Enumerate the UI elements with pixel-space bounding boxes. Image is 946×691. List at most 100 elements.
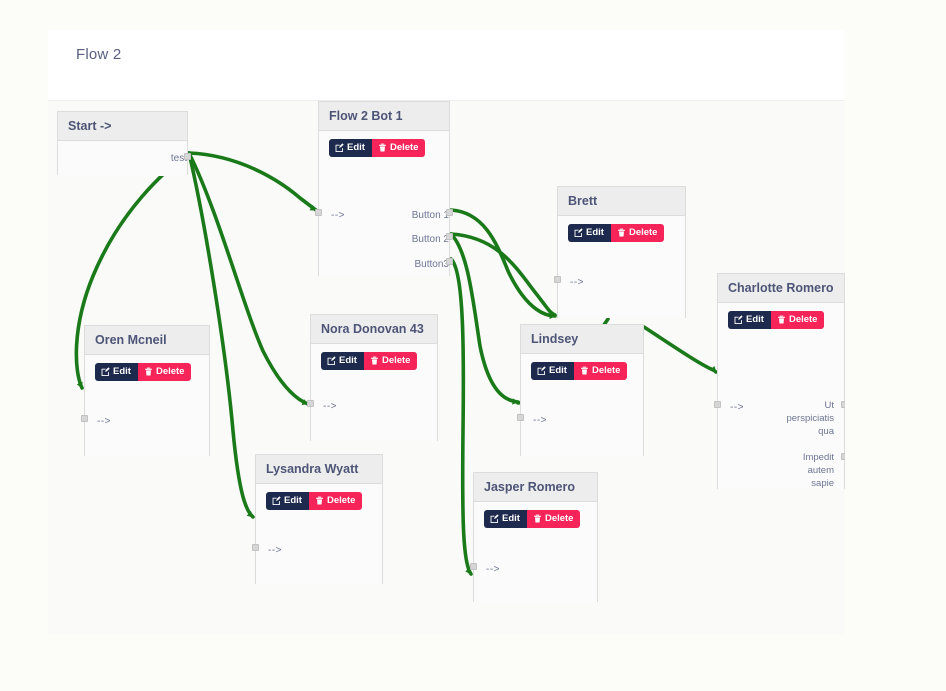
delete-button-label: Delete [326,495,356,506]
node-body: Edit Delete --> [81,355,209,456]
delete-button-label: Delete [381,355,411,366]
delete-button[interactable]: Delete [526,510,581,528]
port-label-input: --> [533,415,547,426]
node-title: Brett [558,187,685,216]
node-nora-donovan-43[interactable]: Nora Donovan 43 Edit Delete [307,314,438,441]
node-body: Edit Delete --> [517,354,643,456]
node-body: Edit Delete --> [554,216,685,318]
edit-button[interactable]: Edit [531,362,574,380]
node-jasper-romero[interactable]: Jasper Romero Edit Delete [470,472,598,602]
node-start[interactable]: Start -> test [57,111,191,176]
body-text-line: perspiciatis [786,413,834,424]
edit-button[interactable]: Edit [728,311,771,329]
port-label-button-1: Button 1 [411,210,449,221]
input-handle[interactable] [554,276,561,283]
edit-button[interactable]: Edit [95,363,138,381]
port-label-input: --> [97,416,111,427]
input-handle[interactable] [714,401,721,408]
input-handle[interactable] [307,400,314,407]
node-title: Lysandra Wyatt [256,455,382,484]
input-handle[interactable] [315,209,322,216]
node-oren-mcneil[interactable]: Oren Mcneil Edit Delete [81,325,210,456]
port-label-test: test [170,153,187,164]
edit-button[interactable]: Edit [321,352,364,370]
edit-button[interactable]: Edit [568,224,611,242]
output-handle-1[interactable] [841,401,845,408]
delete-button-label: Delete [544,513,574,524]
port-label-button-3: Button3 [414,259,449,270]
edit-button-label: Edit [502,513,520,524]
delete-button[interactable]: Delete [308,492,363,510]
edit-button-label: Edit [746,314,764,325]
edge-button1-to-brett [449,208,557,320]
trash-icon [778,315,785,324]
delete-button[interactable]: Delete [573,362,628,380]
port-label-input: --> [486,564,500,575]
edit-button-label: Edit [113,366,131,377]
node-title: Jasper Romero [474,473,597,502]
pencil-square-icon [490,514,499,524]
edge-button2-to-lindsey [449,232,520,405]
flow-canvas[interactable]: Start -> test Flow 2 Bot 1 Edit [48,101,845,635]
node-actions: Edit Delete [311,344,437,370]
pencil-square-icon [272,496,281,506]
port-label-input: --> [331,210,345,221]
pencil-square-icon [327,356,336,366]
node-actions: Edit Delete [85,355,209,381]
node-actions: Edit Delete [558,216,685,242]
output-handle-button-2[interactable] [446,233,453,240]
delete-button-label: Delete [155,366,185,377]
pencil-square-icon [537,366,546,376]
node-lysandra-wyatt[interactable]: Lysandra Wyatt Edit Delete [252,454,383,584]
pencil-square-icon [335,143,344,153]
trash-icon [316,496,323,505]
node-title: Oren Mcneil [85,326,209,355]
node-title: Lindsey [521,325,643,354]
body-text-line: sapie [811,478,834,489]
edit-button-label: Edit [549,365,567,376]
output-handle-test[interactable] [184,153,191,160]
delete-button[interactable]: Delete [137,363,192,381]
input-handle[interactable] [517,414,524,421]
delete-button-label: Delete [389,142,419,153]
node-title: Start -> [58,112,187,141]
node-flow-2-bot-1[interactable]: Flow 2 Bot 1 Edit Delete [315,101,453,276]
trash-icon [379,143,386,152]
delete-button-label: Delete [591,365,621,376]
edit-button[interactable]: Edit [484,510,527,528]
node-brett[interactable]: Brett Edit Delete [554,186,686,318]
node-actions: Edit Delete [474,502,597,528]
port-label-input: --> [730,402,744,413]
port-label-input: --> [323,401,337,412]
node-body: Edit Delete --> [470,502,597,602]
delete-button[interactable]: Delete [371,139,426,157]
node-lindsey[interactable]: Lindsey Edit Delete [517,324,644,456]
body-text-line: Impedit [802,452,834,463]
edit-button[interactable]: Edit [329,139,372,157]
node-body: Edit Delete --> [307,344,437,441]
output-handle-2[interactable] [841,453,845,460]
node-title: Flow 2 Bot 1 [319,102,449,131]
page-title: Flow 2 [76,46,122,63]
pencil-square-icon [101,367,110,377]
delete-button[interactable]: Delete [770,311,825,329]
flow-header-panel: Flow 2 [48,30,845,101]
output-handle-button-1[interactable] [446,209,453,216]
delete-button[interactable]: Delete [363,352,418,370]
edit-button[interactable]: Edit [266,492,309,510]
input-handle[interactable] [81,415,88,422]
input-handle[interactable] [470,563,477,570]
delete-button[interactable]: Delete [610,224,665,242]
input-handle[interactable] [252,544,259,551]
port-label-input: --> [570,277,584,288]
node-actions: Edit Delete [521,354,643,380]
node-charlotte-romero[interactable]: Charlotte Romero Edit Delete [714,273,845,489]
node-body: Edit Delete --> Ut perspiciatis [714,303,845,489]
body-text-line: qua [818,426,834,437]
node-body: test [58,141,191,176]
edge-button2-to-brett [449,232,557,317]
port-label-button-2: Button 2 [411,234,449,245]
output-handle-button-3[interactable] [446,258,453,265]
node-body: Edit Delete --> [252,484,382,584]
